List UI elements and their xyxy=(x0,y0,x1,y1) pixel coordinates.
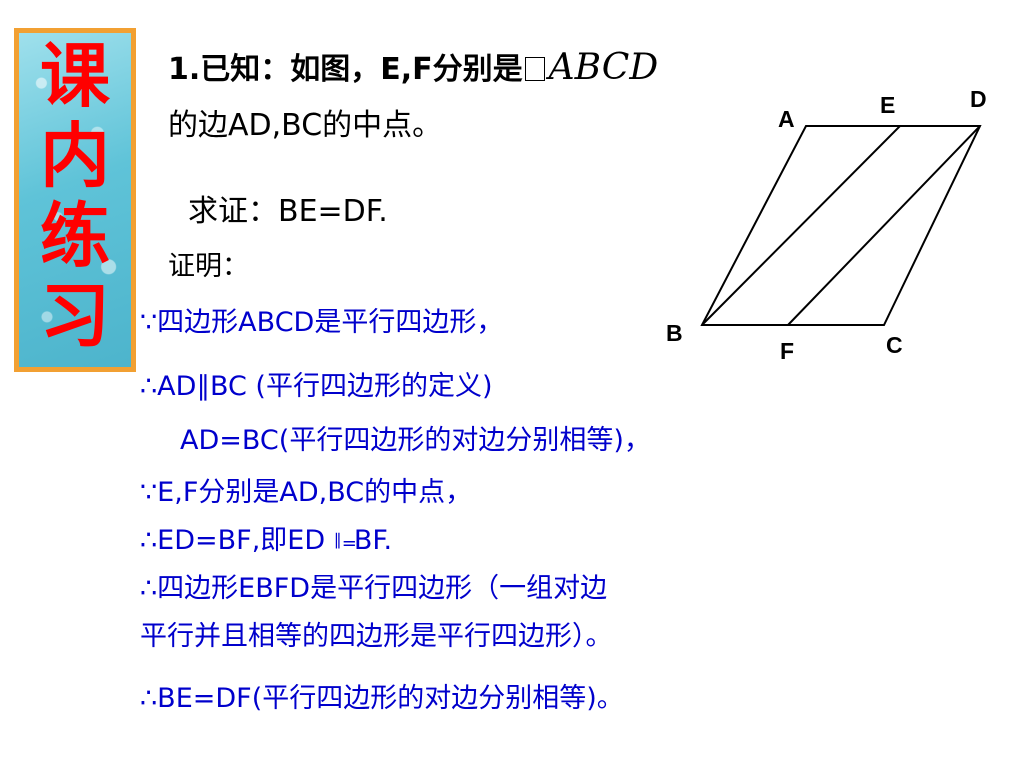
parallel-symbol: ∥ xyxy=(333,530,342,549)
proof-step-part: ∴ED=BF,即ED xyxy=(140,525,334,556)
side-title-panel: 课 内 练 习 xyxy=(14,28,136,372)
parallelogram-abcd xyxy=(700,125,982,326)
side-title-char: 练 xyxy=(40,195,110,277)
point-label-b: B xyxy=(666,320,683,346)
proof-step: ∴四边形EBFD是平行四边形（一组对边 xyxy=(140,573,608,604)
proof-step: 平行并且相等的四边形是平行四边形）。 xyxy=(140,621,613,652)
side-title-char: 课 xyxy=(40,35,110,117)
proof-step: ∴BE=DF(平行四边形的对边分别相等)。 xyxy=(140,683,624,714)
side-title-char: 内 xyxy=(40,115,110,197)
point-label-f: F xyxy=(780,338,795,364)
prove-statement: 求证：BE=DF. xyxy=(188,194,388,229)
problem-math: ABCD xyxy=(548,47,659,88)
side-title-char: 习 xyxy=(40,275,110,357)
parallelogram-symbol-icon xyxy=(524,57,545,81)
equal-symbol: = xyxy=(341,533,357,554)
point-label-c: C xyxy=(886,332,903,358)
parallelogram-figure: A E D B F C xyxy=(660,80,1010,370)
segment-be xyxy=(701,125,901,326)
proof-step: AD=BC(平行四边形的对边分别相等)， xyxy=(180,425,651,456)
segment-df xyxy=(787,125,981,326)
problem-line-1: 1.已知：如图，E,F分别是 ABCD xyxy=(168,44,658,88)
parallelogram-diagram xyxy=(700,125,982,326)
point-label-e: E xyxy=(880,92,896,118)
problem-line-2: 的边AD,BC的中点。 xyxy=(168,108,443,143)
point-label-a: A xyxy=(778,106,795,132)
proof-step: ∵E,F分别是AD,BC的中点， xyxy=(140,477,473,508)
point-label-d: D xyxy=(970,86,987,112)
proof-step: ∴AD∥BC (平行四边形的定义) xyxy=(140,371,493,402)
proof-step-parallel-equal: ∴ED=BF,即ED ∥=BF. xyxy=(140,518,392,557)
proof-step-part: BF. xyxy=(353,525,393,556)
proof-step: ∵四边形ABCD是平行四边形， xyxy=(140,307,504,338)
problem-text: 1.已知：如图，E,F分别是 xyxy=(168,52,523,87)
proof-heading: 证明： xyxy=(168,251,249,282)
